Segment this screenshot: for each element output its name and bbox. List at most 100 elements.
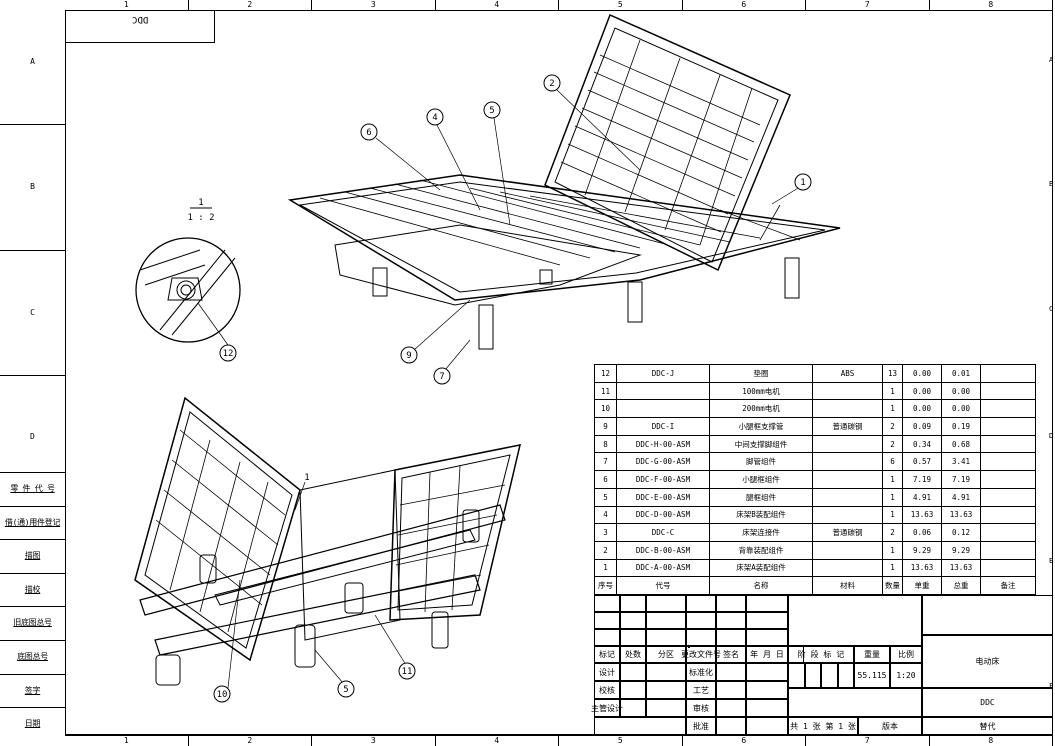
balloon-1: 1 [800,178,805,188]
scale-label: 比例 [890,646,922,663]
bom-cell-note [980,505,1036,525]
bom-cell-qty: 1 [882,558,903,578]
bom-cell-unit: 9.29 [902,540,942,560]
zone-label: 6 [683,736,806,746]
bom-cell-unit: 0.09 [902,417,942,436]
revision-cell [594,629,620,646]
bom-cell-no: 9 [594,417,617,436]
drawing-frame [65,10,1053,735]
revision-header: 处数 [620,646,646,663]
revision-header: 更改文件号 [681,646,721,663]
bom-cell-code [616,399,710,419]
title-block-cell [788,595,922,646]
zone-label: B [0,125,65,251]
zone-label: 4 [436,0,559,10]
revision-header: 标记 [594,646,620,663]
title-block-cell [922,595,1053,635]
weight-label: 重量 [854,646,890,663]
revision-cell [594,595,620,612]
bom-cell-name: 100mm电机 [709,381,813,401]
bom-cell-code: DDC-J [616,364,710,383]
bom-cell-unit: 13.63 [902,505,942,525]
bom-cell-note [980,417,1036,436]
revision-cell [716,612,746,629]
revision-header: 分区 [646,646,686,663]
zone-label: 2 [189,0,312,10]
bom-cell-material: ABS [812,364,883,383]
role-sign [620,681,646,699]
bom-cell-name: 小腿框支撑管 [709,417,813,436]
role2-date [746,681,788,699]
revision-cell [716,629,746,646]
bom-cell-unit: 13.63 [902,558,942,578]
bom-cell-unit: 0.57 [902,452,942,472]
bom-cell-name: 200mm电机 [709,399,813,419]
bom-cell-total: 0.19 [941,417,981,436]
bom-cell-note [980,434,1036,454]
zone-label: 3 [312,0,436,10]
zone-label: 7 [806,736,930,746]
revision-cell [746,595,788,612]
left-block-cell: 零 件 代 号 [0,472,65,506]
bom-cell-unit: 0.00 [902,399,942,419]
bom-cell-total: 4.91 [941,487,981,507]
bom-cell-material [812,505,883,525]
revision-cell [646,612,686,629]
zone-label: B [1049,180,1054,188]
role2-date [746,717,788,735]
bom-cell-total: 7.19 [941,470,981,489]
bom-cell-code: DDC-G-00-ASM [616,452,710,472]
bom-cell-qty: 1 [882,399,903,419]
bom-cell-no: 12 [594,364,617,383]
zone-label: E [1049,557,1054,565]
balloon-7: 7 [439,372,444,382]
zone-label: 3 [312,736,436,746]
bom-header-code: 代号 [616,576,710,595]
revision-cell [746,612,788,629]
title-block-cell [788,688,922,717]
left-block-cell: 描校 [0,572,65,607]
bom-header-note: 备注 [980,576,1036,595]
spacer [688,646,690,648]
bom-cell-note [980,558,1036,578]
bom-header-total: 总重 [941,576,981,595]
balloon-9: 9 [406,351,411,361]
bom-cell-no: 8 [594,434,617,454]
detail-scale-num: 1 [198,198,203,208]
bom-cell-no: 6 [594,470,617,489]
balloon-5-bottom: 5 [343,685,348,695]
left-block-cell: 签字 [0,673,65,708]
bom-cell-name: 床架B装配组件 [709,505,813,525]
bom-cell-total: 0.12 [941,523,981,542]
bom-cell-no: 4 [594,505,617,525]
bom-cell-note [980,540,1036,560]
role2-label: 批准 [686,717,716,735]
replace-label: 替代 [922,717,1053,735]
bom-cell-note [980,452,1036,472]
bom-cell-code: DDC-F-00-ASM [616,470,710,489]
bom-cell-material [812,540,883,560]
bom-cell-unit: 7.19 [902,470,942,489]
balloon-4: 4 [432,113,437,123]
bom-header-name: 名称 [709,576,813,595]
zone-label: 6 [683,0,806,10]
role2-label: 工艺 [686,681,716,699]
stage-box [821,663,838,688]
zone-ruler-left: A B C [0,0,65,376]
zone-label: 5 [559,736,683,746]
bom-cell-no: 2 [594,540,617,560]
bom-cell-material [812,558,883,578]
revision-cell [620,612,646,629]
role2-date [746,663,788,681]
bom-cell-name: 小腿框组件 [709,470,813,489]
balloon-1-bottom: 1 [304,473,309,483]
bom-cell-material [812,399,883,419]
revision-cell [646,629,686,646]
zone-label: C [0,251,65,376]
bom-cell-material: 普通碳钢 [812,417,883,436]
drawing-number: DDC [922,688,1053,717]
revision-cell [686,612,716,629]
zone-label: D [30,432,35,441]
